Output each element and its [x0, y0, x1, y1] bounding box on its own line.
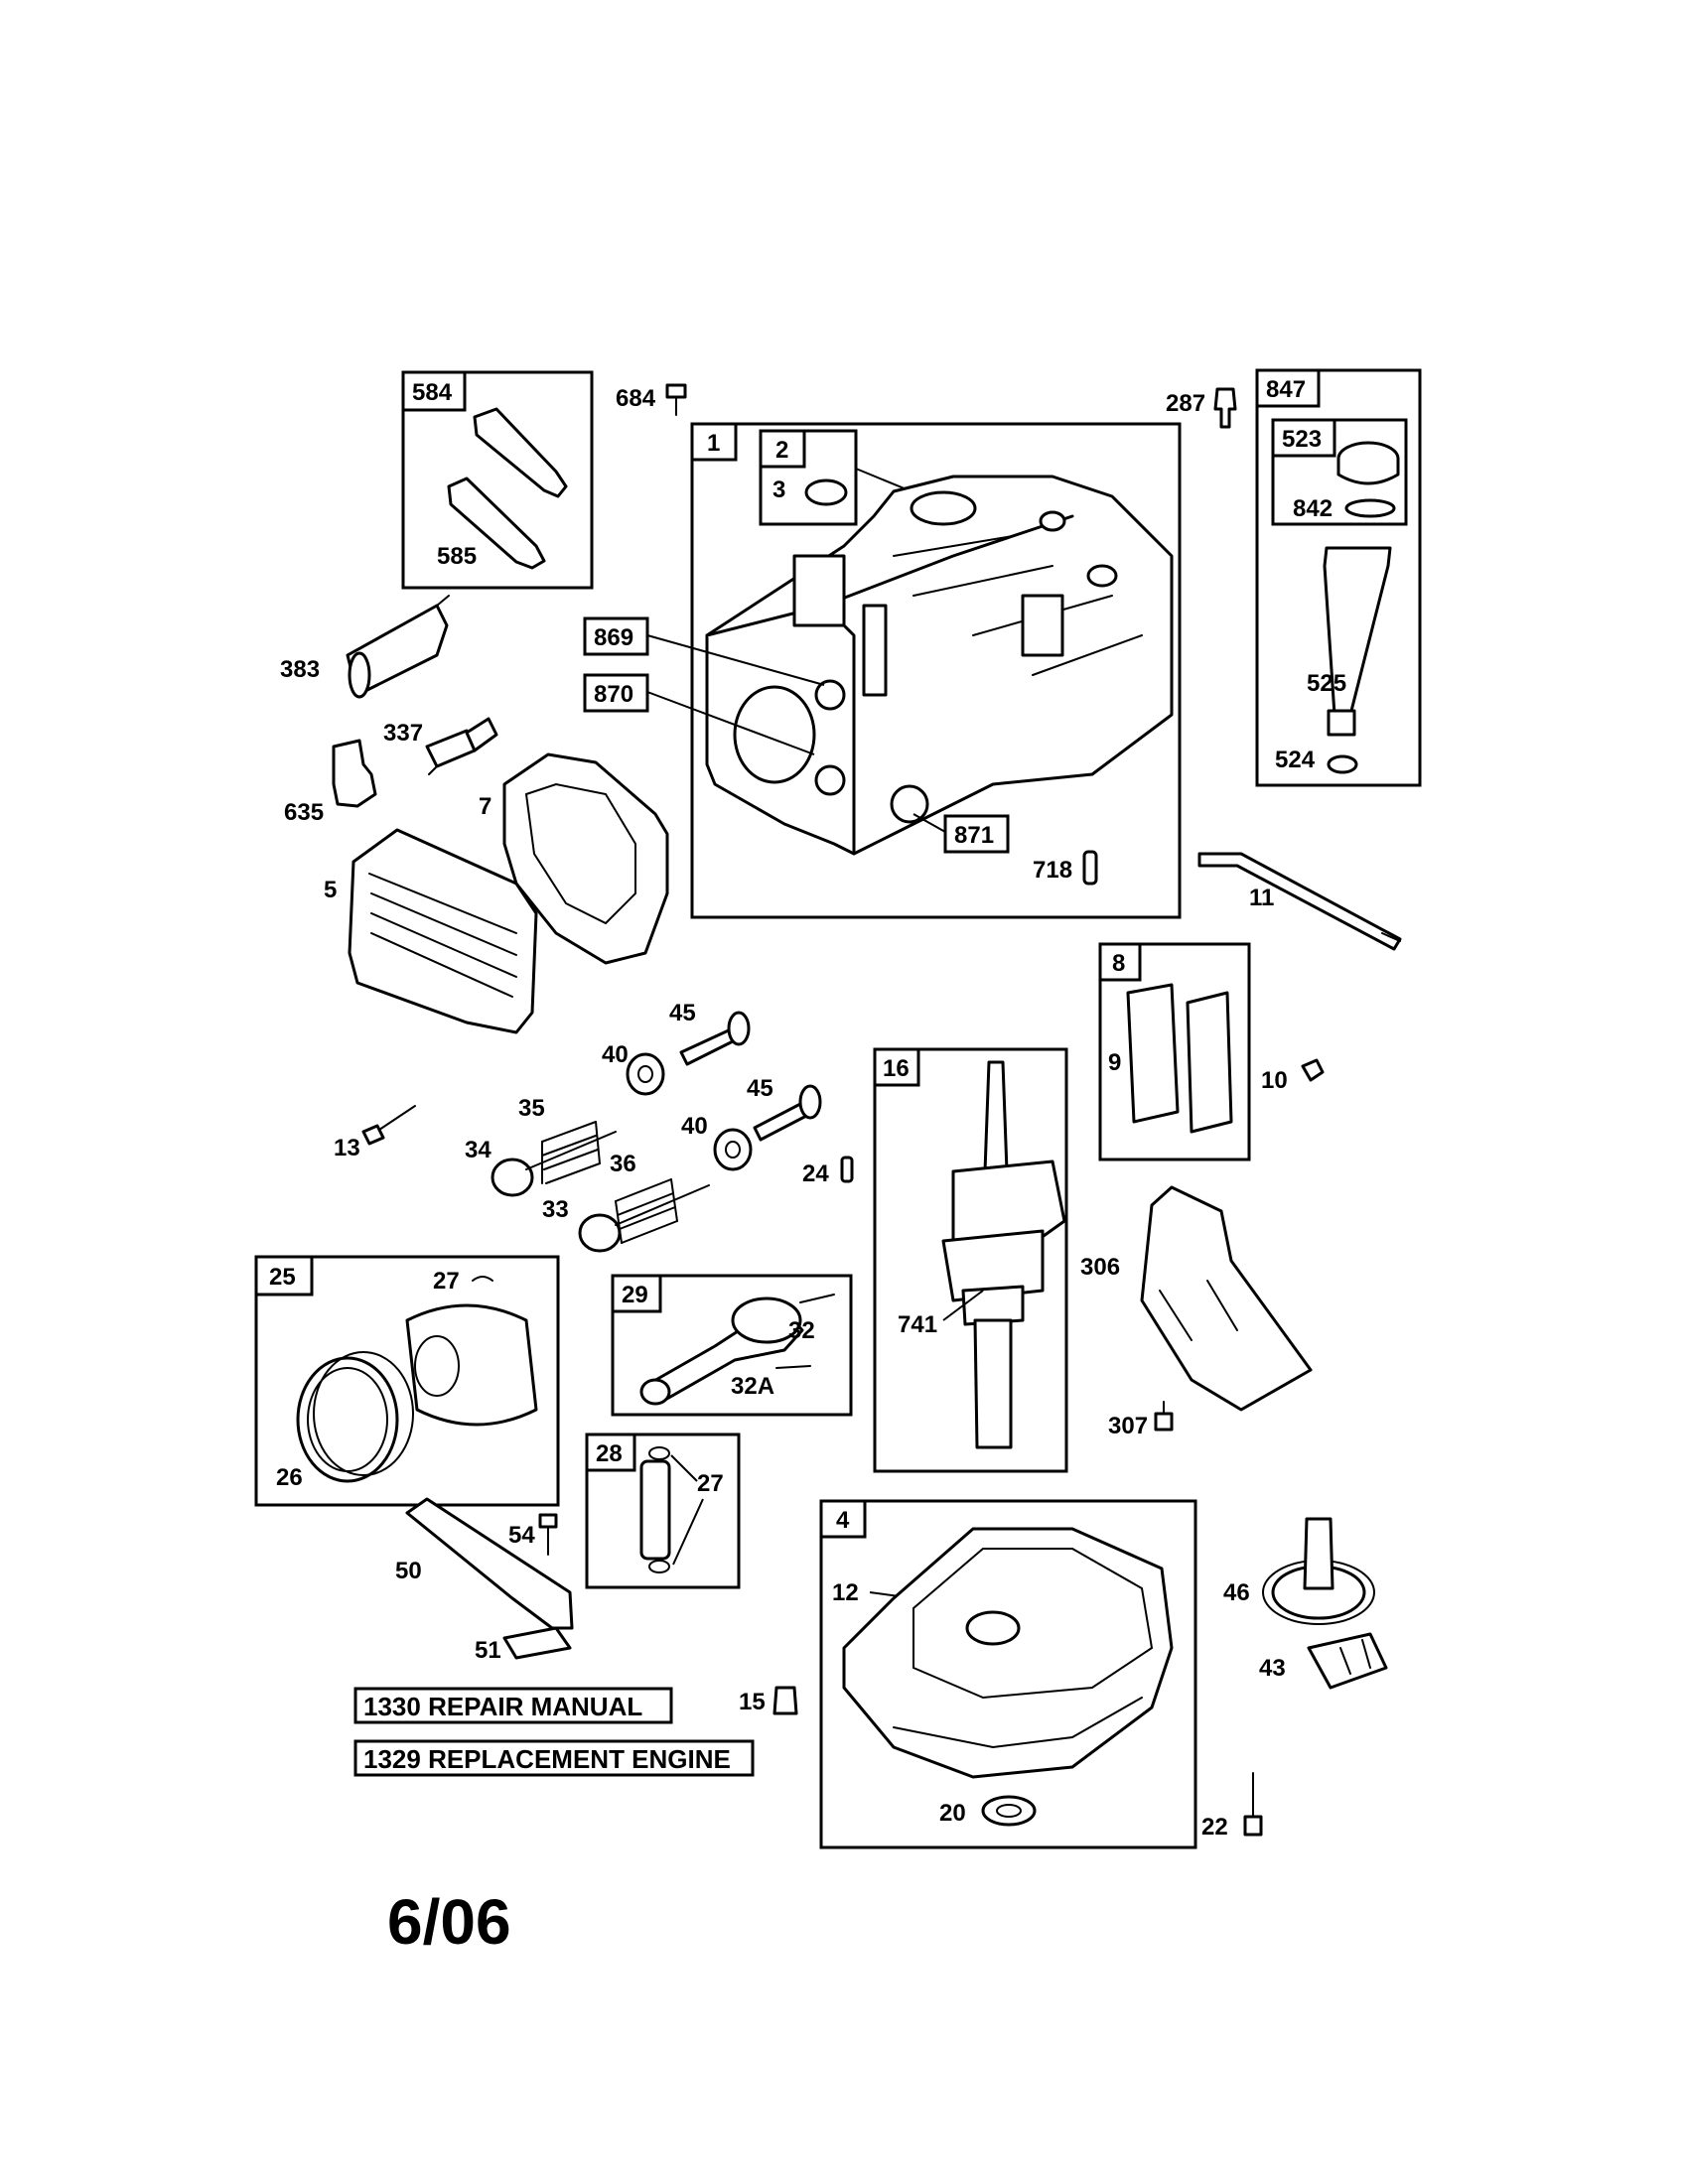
part-group-29: 29 32 32A — [611, 1274, 853, 1417]
part-35-spring: 35 — [518, 1095, 601, 1184]
part-group-8: 8 9 — [1098, 942, 1251, 1161]
label-871: 871 — [954, 822, 994, 849]
label-12: 12 — [832, 1579, 859, 1606]
label-8: 8 — [1112, 950, 1125, 977]
date-code: 6/06 — [387, 1886, 511, 1958]
label-51: 51 — [475, 1637, 501, 1664]
part-43: 43 — [1259, 1632, 1388, 1690]
label-45-lower: 45 — [747, 1075, 773, 1102]
label-27-lower: 27 — [697, 1470, 724, 1497]
label-20: 20 — [939, 1800, 966, 1827]
label-40-lower: 40 — [681, 1113, 708, 1140]
part-group-25: 25 27 26 — [254, 1255, 560, 1507]
label-1: 1 — [707, 430, 720, 457]
part-34-valve: 34 — [465, 1131, 617, 1197]
label-287: 287 — [1166, 390, 1205, 417]
part-45-upper: 45 — [669, 1000, 751, 1066]
part-383: 383 — [280, 595, 450, 699]
label-584: 584 — [412, 379, 453, 406]
repair-manual-text: 1330 REPAIR MANUAL — [363, 1692, 642, 1721]
label-13: 13 — [334, 1135, 360, 1161]
label-40-upper: 40 — [602, 1041, 629, 1068]
part-22: 22 — [1201, 1772, 1263, 1841]
label-3: 3 — [772, 477, 785, 503]
label-22: 22 — [1201, 1814, 1228, 1841]
label-847: 847 — [1266, 376, 1306, 403]
label-10: 10 — [1261, 1067, 1288, 1094]
part-5: 5 — [324, 828, 538, 1034]
label-34: 34 — [465, 1137, 491, 1163]
label-28: 28 — [596, 1440, 623, 1467]
part-50: 50 — [395, 1497, 574, 1630]
part-51: 51 — [475, 1626, 572, 1664]
label-684: 684 — [616, 385, 656, 412]
label-27-upper: 27 — [433, 1268, 460, 1295]
part-group-584: 584 585 — [401, 370, 594, 590]
label-869: 869 — [594, 624, 633, 651]
label-11: 11 — [1249, 885, 1274, 911]
part-11: 11 — [1197, 852, 1402, 951]
part-287: 287 — [1166, 387, 1237, 429]
part-33-valve: 33 — [542, 1184, 710, 1253]
label-718: 718 — [1033, 857, 1072, 884]
label-24: 24 — [802, 1160, 829, 1187]
label-383: 383 — [280, 656, 320, 683]
label-7: 7 — [479, 793, 491, 820]
label-32: 32 — [788, 1317, 815, 1344]
label-32A: 32A — [731, 1373, 774, 1400]
label-9: 9 — [1108, 1049, 1121, 1076]
label-525: 525 — [1307, 670, 1346, 697]
label-35: 35 — [518, 1095, 545, 1122]
part-7: 7 — [479, 752, 669, 965]
label-635: 635 — [284, 799, 324, 826]
part-306: 306 — [1080, 1185, 1313, 1412]
part-40-lower: 40 — [681, 1113, 753, 1171]
part-45-lower: 45 — [747, 1075, 822, 1142]
part-54: 54 — [508, 1513, 558, 1556]
repair-manual-note: 1330 REPAIR MANUAL — [353, 1687, 673, 1724]
label-585: 585 — [437, 543, 477, 570]
label-50: 50 — [395, 1558, 422, 1584]
label-16: 16 — [883, 1055, 910, 1082]
label-26: 26 — [276, 1464, 303, 1491]
label-5: 5 — [324, 877, 337, 903]
label-29: 29 — [622, 1282, 648, 1308]
part-group-4: 4 12 20 — [819, 1499, 1197, 1849]
label-33: 33 — [542, 1196, 569, 1223]
label-4: 4 — [836, 1507, 850, 1534]
replacement-engine-note: 1329 REPLACEMENT ENGINE — [353, 1739, 755, 1777]
label-870: 870 — [594, 681, 633, 708]
part-10: 10 — [1261, 1058, 1325, 1094]
label-15: 15 — [739, 1689, 766, 1715]
label-307: 307 — [1108, 1413, 1148, 1439]
label-45-upper: 45 — [669, 1000, 696, 1026]
part-307: 307 — [1108, 1401, 1174, 1439]
part-684: 684 — [616, 383, 687, 416]
label-54: 54 — [508, 1522, 535, 1549]
label-337: 337 — [383, 720, 423, 747]
part-15: 15 — [739, 1686, 798, 1715]
part-group-1: 1 2 3 869 870 871 718 — [583, 422, 1182, 919]
part-group-16: 16 741 — [873, 1047, 1068, 1473]
label-741: 741 — [898, 1311, 937, 1338]
label-523: 523 — [1282, 426, 1322, 453]
part-337: 337 — [383, 717, 498, 775]
label-842: 842 — [1293, 495, 1333, 522]
label-46: 46 — [1223, 1579, 1250, 1606]
label-43: 43 — [1259, 1655, 1286, 1682]
part-40-upper: 40 — [602, 1041, 665, 1096]
part-group-847: 847 523 842 525 524 — [1255, 368, 1422, 787]
part-13-bolt: 13 — [334, 1105, 416, 1161]
label-306: 306 — [1080, 1254, 1120, 1281]
replacement-engine-text: 1329 REPLACEMENT ENGINE — [363, 1744, 731, 1774]
part-635: 635 — [284, 739, 377, 826]
label-524: 524 — [1275, 747, 1316, 773]
label-2: 2 — [775, 437, 788, 464]
label-25: 25 — [269, 1264, 296, 1291]
part-group-28: 28 27 — [585, 1433, 741, 1589]
part-24: 24 — [802, 1156, 854, 1187]
part-46: 46 — [1223, 1517, 1375, 1625]
label-36: 36 — [610, 1151, 636, 1177]
